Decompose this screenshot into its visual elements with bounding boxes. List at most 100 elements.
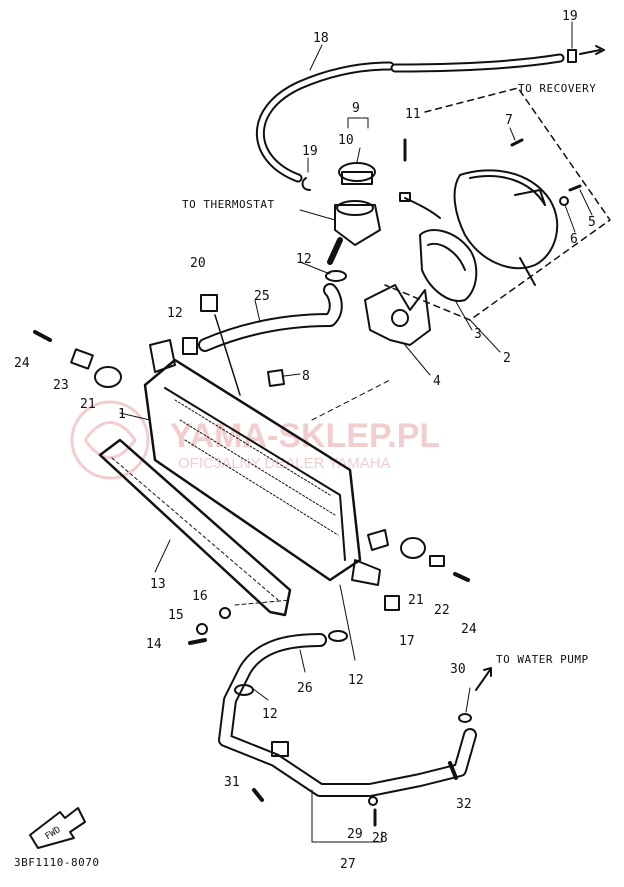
callout-30: 30	[450, 662, 466, 677]
watermark-title: YAMA-SKLEP.PL	[170, 417, 440, 455]
leader-18	[309, 44, 323, 71]
fan-shroud-bracket	[514, 189, 546, 206]
callout-5: 5	[588, 215, 596, 230]
bolt-7	[510, 138, 524, 147]
radiator-outlet	[351, 559, 381, 586]
callout-4: 4	[433, 374, 441, 389]
callout-12-a: 12	[296, 252, 312, 267]
washer-29	[368, 796, 378, 806]
hose-26-27-inner	[220, 635, 475, 795]
filler-neck-pipe	[327, 237, 343, 265]
hose-25-inner	[200, 285, 341, 350]
leader-8	[283, 373, 301, 377]
label-to-recovery: TO RECOVERY	[518, 82, 596, 95]
fwd-arrow	[29, 807, 86, 849]
callout-31: 31	[224, 775, 240, 790]
callout-7: 7	[505, 113, 513, 128]
callout-12-b: 12	[167, 306, 183, 321]
hose-18	[256, 61, 395, 183]
collar-22	[429, 555, 445, 567]
watermark-emblem-mark	[83, 421, 137, 459]
watermark-emblem	[70, 400, 150, 480]
grommet-21-left	[94, 366, 122, 388]
clip-19	[301, 177, 311, 191]
leader-30	[465, 687, 471, 713]
callout-32: 32	[456, 797, 472, 812]
callout-13: 13	[150, 577, 166, 592]
part-17	[384, 595, 400, 611]
filler-neck-top	[336, 200, 374, 216]
fan-motor-detail	[427, 242, 466, 271]
fan-motor	[419, 229, 478, 302]
bolt-31	[252, 788, 264, 802]
radiator-cap-10	[338, 162, 376, 182]
bolt-24-left	[33, 330, 52, 342]
callout-2: 2	[503, 351, 511, 366]
leader-27	[311, 789, 383, 843]
callout-14: 14	[146, 637, 162, 652]
diagram-code: 3BF1110-8070	[14, 856, 99, 869]
bolt-32	[448, 761, 458, 780]
label-to-thermostat: TO THERMOSTAT	[182, 198, 275, 211]
callout-21-left: 21	[80, 397, 96, 412]
filler-neck	[334, 204, 381, 246]
leader-12-c	[339, 584, 356, 661]
leader-6	[564, 204, 576, 233]
sensor-20-leader	[214, 314, 241, 396]
callout-19-top: 19	[562, 9, 578, 24]
fan-shroud-leg	[519, 257, 536, 286]
fan-wire	[404, 197, 441, 219]
leader-12-a	[299, 261, 331, 275]
collar-23	[70, 348, 94, 370]
fan-shroud-rim	[469, 175, 546, 206]
callout-25: 25	[254, 289, 270, 304]
hose-18-right-inner	[392, 55, 563, 71]
radiator-guard	[98, 438, 292, 617]
callout-23: 23	[53, 378, 69, 393]
radiator-inner	[164, 387, 346, 561]
leader-thermostat	[299, 209, 336, 221]
callout-18: 18	[313, 31, 329, 46]
arrow-head-water-pump	[483, 667, 492, 677]
callout-numbers: 1 2 3 4 5 6 7 8 9 10 11 12 12 12 12 13 1…	[14, 9, 596, 872]
callout-1: 1	[118, 407, 126, 422]
leader-12-d	[251, 687, 269, 701]
callout-8: 8	[302, 369, 310, 384]
sensor-20	[200, 294, 218, 312]
leader-dash-center	[311, 379, 391, 421]
leader-26	[299, 649, 306, 673]
callout-24-right: 24	[461, 622, 477, 637]
arrow-head-recovery	[595, 45, 605, 55]
callout-20: 20	[190, 256, 206, 271]
callout-10: 10	[338, 133, 354, 148]
callout-6: 6	[570, 232, 578, 247]
callout-9: 9	[352, 101, 360, 116]
callout-29: 29	[347, 827, 363, 842]
bolt-14	[188, 638, 207, 645]
clamp-12-a	[325, 270, 347, 282]
arrow-to-water-pump	[475, 669, 491, 691]
leader-1	[119, 412, 151, 421]
clip-19-top	[567, 49, 577, 63]
clamp-12-b	[182, 337, 198, 355]
fan-blades	[364, 284, 431, 346]
washer-15	[196, 623, 208, 635]
radiator-guard-mesh	[111, 457, 279, 601]
radiator-fins	[174, 399, 339, 536]
callout-26: 26	[297, 681, 313, 696]
bolt-24-right	[453, 572, 470, 582]
oring-30	[458, 713, 472, 723]
fan-shroud	[453, 169, 559, 270]
bolt-5	[568, 184, 582, 192]
watermark: YAMA-SKLEP.PL OFICJALNY DEALER YAMAHA	[70, 400, 440, 480]
callout-27: 27	[340, 857, 356, 872]
watermark-subtitle: OFICJALNY DEALER YAMAHA	[178, 455, 391, 472]
leader-7	[509, 127, 516, 141]
callout-3: 3	[474, 327, 482, 342]
radiator-bracket	[367, 529, 389, 551]
leader-9	[347, 117, 369, 129]
callout-16: 16	[192, 589, 208, 604]
callout-22: 22	[434, 603, 450, 618]
fan-assembly-outline	[384, 87, 611, 321]
clamp-27	[271, 741, 289, 757]
